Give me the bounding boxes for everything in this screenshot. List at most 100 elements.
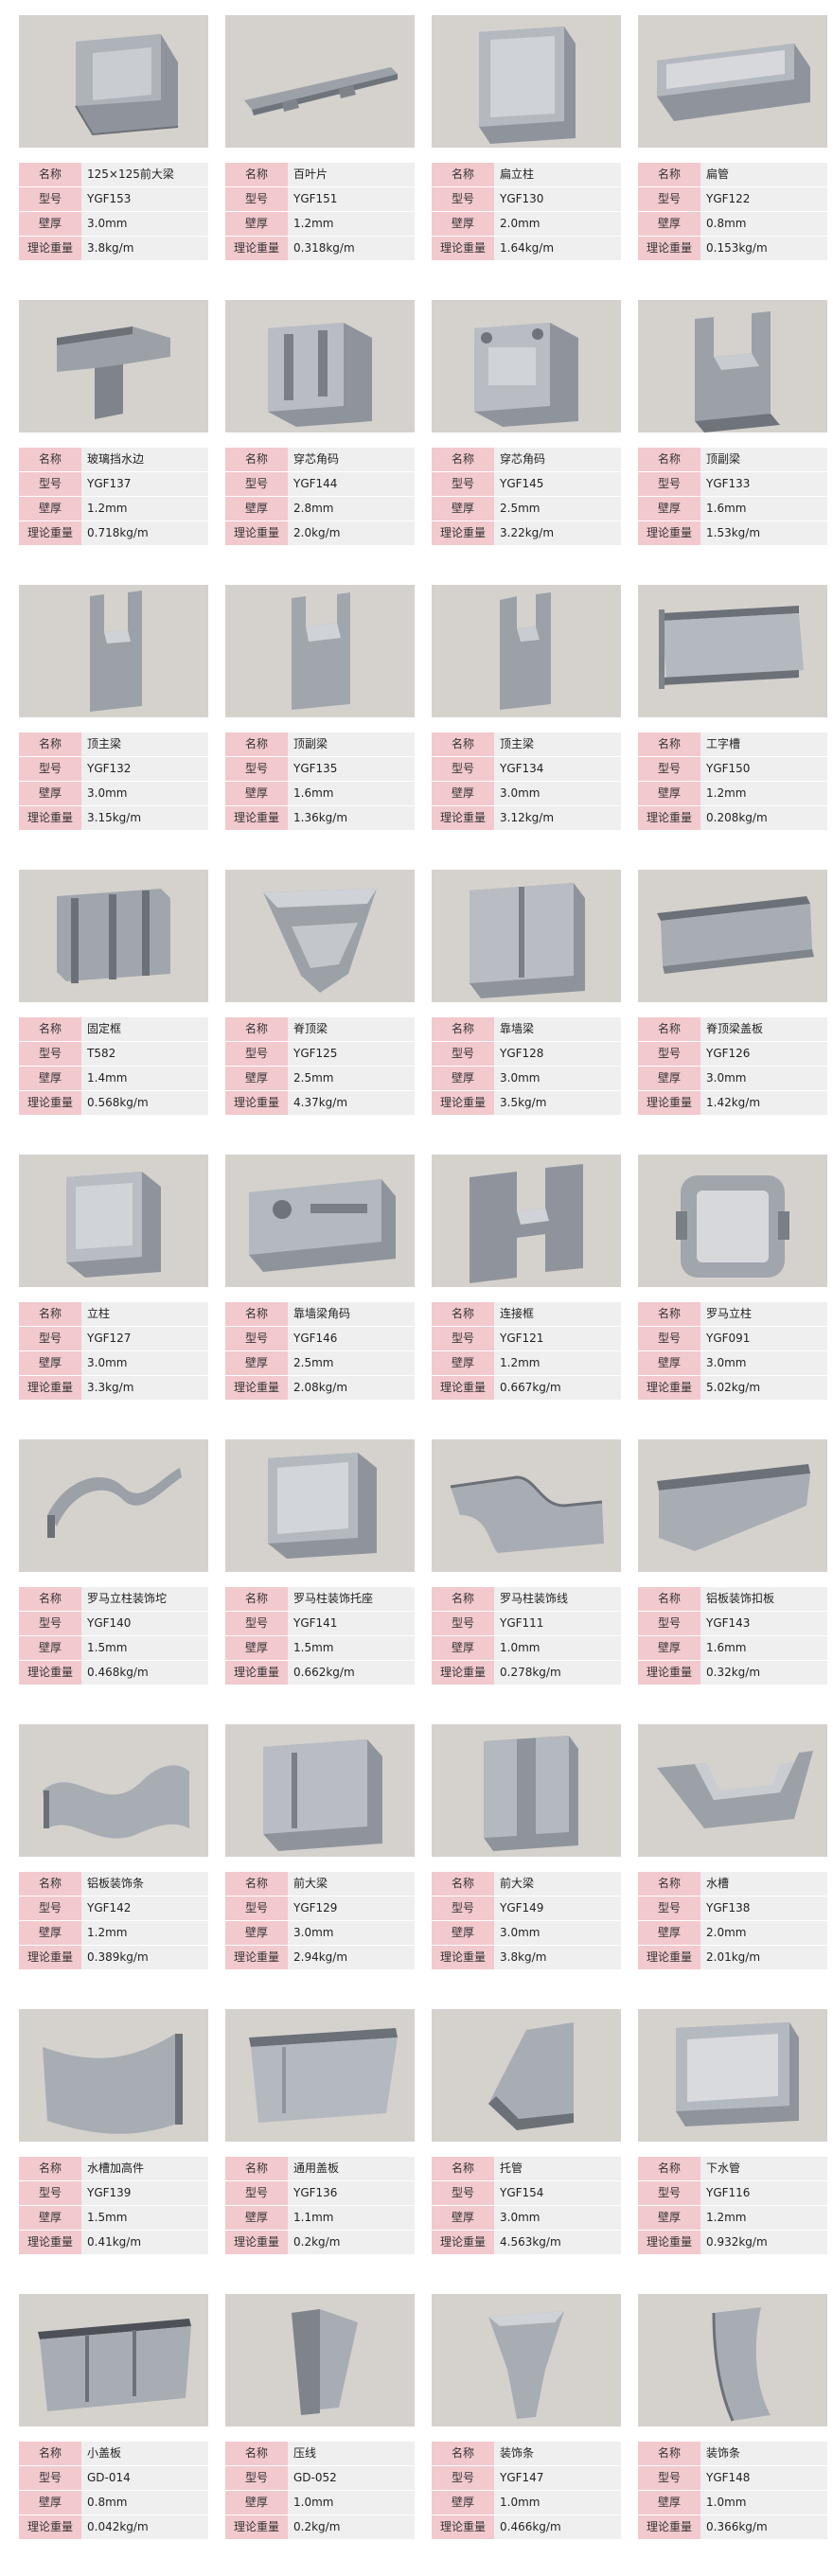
spec-label-thickness: 壁厚: [19, 2491, 81, 2514]
spec-row-name: 名称铝板装饰条: [19, 1872, 208, 1896]
spec-label-thickness: 壁厚: [638, 497, 700, 520]
spec-value-model: YGF129: [288, 1897, 415, 1920]
spec-value-thickness: 1.6mm: [700, 497, 827, 520]
spec-row-name: 名称工字槽: [638, 732, 827, 756]
spec-value-thickness: 2.5mm: [494, 497, 621, 520]
spec-row-name: 名称水槽加高件: [19, 2157, 208, 2180]
spec-row-name: 名称罗马柱装饰线: [432, 1587, 621, 1611]
spec-value-weight: 3.8kg/m: [494, 1946, 621, 1969]
spec-label-name: 名称: [225, 448, 288, 471]
spec-value-weight: 0.389kg/m: [81, 1946, 208, 1969]
spec-label-weight: 理论重量: [432, 2231, 494, 2254]
spec-value-name: 靠墙梁角码: [288, 1302, 415, 1326]
spec-label-model: 型号: [432, 757, 494, 781]
spec-row-name: 名称穿芯角码: [225, 448, 415, 471]
spec-label-model: 型号: [432, 472, 494, 496]
spec-label-model: 型号: [638, 187, 700, 211]
trim-strip-icon: [638, 2294, 827, 2426]
spec-value-name: 水槽: [700, 1872, 827, 1896]
spec-label-weight: 理论重量: [19, 1091, 81, 1115]
spec-label-thickness: 壁厚: [638, 1067, 700, 1090]
spec-value-model: YGF133: [700, 472, 827, 496]
spec-value-thickness: 1.0mm: [494, 2491, 621, 2514]
spec-label-weight: 理论重量: [432, 237, 494, 260]
spec-value-thickness: 2.8mm: [288, 497, 415, 520]
spec-value-model: YGF151: [288, 187, 415, 211]
spec-label-weight: 理论重量: [638, 2515, 700, 2539]
spec-value-name: 铝板装饰条: [81, 1872, 208, 1896]
spec-label-weight: 理论重量: [638, 521, 700, 545]
spec-row-name: 名称压线: [225, 2442, 415, 2465]
spec-label-name: 名称: [19, 1017, 81, 1041]
spec-label-name: 名称: [638, 2442, 700, 2465]
spec-label-model: 型号: [225, 2466, 288, 2490]
spec-value-weight: 0.568kg/m: [81, 1091, 208, 1115]
spec-row-name: 名称通用盖板: [225, 2157, 415, 2180]
spec-label-thickness: 壁厚: [225, 1067, 288, 1090]
spec-label-name: 名称: [225, 732, 288, 756]
spec-value-name: 工字槽: [700, 732, 827, 756]
spec-label-name: 名称: [638, 1017, 700, 1041]
spec-label-name: 名称: [19, 1587, 81, 1611]
spec-label-thickness: 壁厚: [225, 1351, 288, 1375]
spec-label-thickness: 壁厚: [225, 2206, 288, 2230]
decorative-strip-icon: [19, 1724, 208, 1857]
spec-row-name: 名称固定框: [19, 1017, 208, 1041]
spec-label-name: 名称: [638, 732, 700, 756]
spec-value-name: 玻璃挡水边: [81, 448, 208, 471]
spec-value-name: 穿芯角码: [494, 448, 621, 471]
spec-label-model: 型号: [19, 472, 81, 496]
spec-label-model: 型号: [19, 1897, 81, 1920]
spec-label-model: 型号: [225, 757, 288, 781]
spec-value-name: 顶副梁: [288, 732, 415, 756]
spec-row-name: 名称装饰条: [432, 2442, 621, 2465]
spec-row-name: 名称顶主梁: [19, 732, 208, 756]
spec-row-name: 名称靠墙梁角码: [225, 1302, 415, 1326]
spec-value-model: T582: [81, 1042, 208, 1066]
spec-row-name: 名称脊顶梁: [225, 1017, 415, 1041]
spec-value-model: GD-014: [81, 2466, 208, 2490]
spec-value-thickness: 3.0mm: [494, 2206, 621, 2230]
spec-value-model: YGF147: [494, 2466, 621, 2490]
spec-label-weight: 理论重量: [432, 1946, 494, 1969]
spec-label-thickness: 壁厚: [638, 782, 700, 805]
spec-value-name: 小盖板: [81, 2442, 208, 2465]
spec-value-model: YGF122: [700, 187, 827, 211]
spec-value-thickness: 3.0mm: [494, 1067, 621, 1090]
spec-label-thickness: 壁厚: [432, 2206, 494, 2230]
spec-value-name: 通用盖板: [288, 2157, 415, 2180]
